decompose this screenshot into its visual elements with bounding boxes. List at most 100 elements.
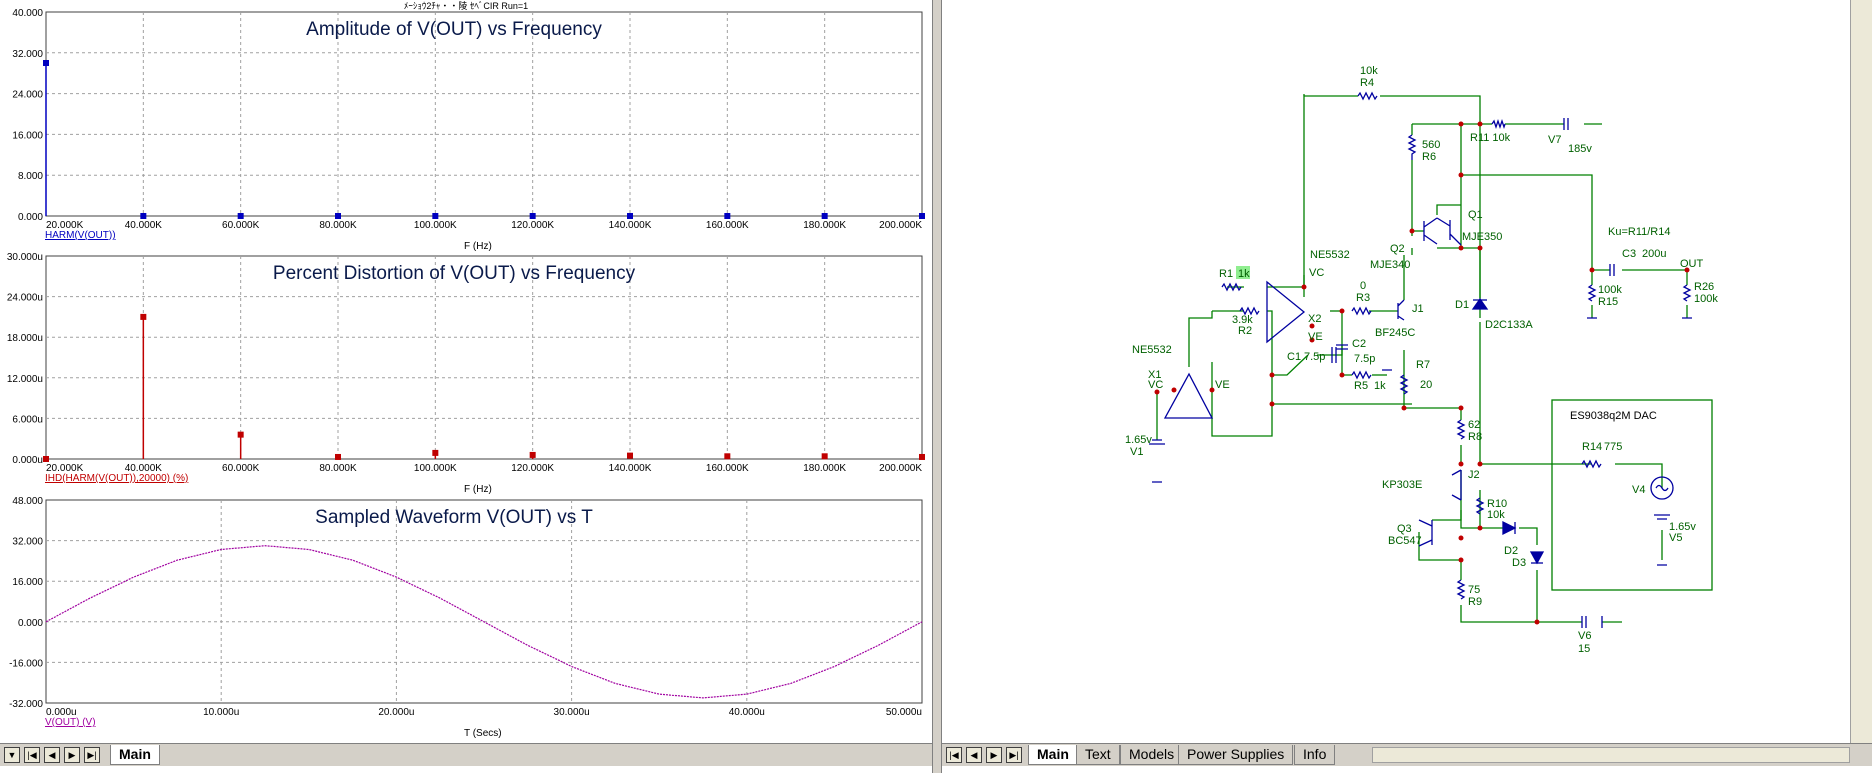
- x-tick-label: 180.000K: [803, 220, 846, 231]
- last-tab-button[interactable]: ▶|: [84, 747, 100, 763]
- x-tick-label: 140.000K: [609, 220, 652, 231]
- r2-value: 3.9k: [1232, 314, 1253, 326]
- distortion-plot[interactable]: 30.000u24.000u18.000u12.000u6.000u0.000u…: [7, 252, 925, 495]
- v1-value: 1.65v: [1125, 434, 1152, 446]
- r26-label: R26: [1694, 281, 1714, 293]
- resistor-r15: [1587, 284, 1597, 302]
- r14-value: 775: [1604, 441, 1622, 453]
- next-tab-button[interactable]: ▶: [64, 747, 80, 763]
- dropdown-button[interactable]: ▼: [4, 747, 20, 763]
- x-tick-label: 160.000K: [706, 220, 749, 231]
- tab-main[interactable]: Main: [110, 745, 160, 765]
- data-marker: [432, 449, 439, 456]
- r1-value: 1k: [1238, 268, 1250, 280]
- x1-ve: VE: [1215, 379, 1230, 391]
- schematic-last-tab-button[interactable]: ▶|: [1006, 747, 1022, 763]
- r5-label: R5: [1354, 380, 1368, 392]
- waveform-plot[interactable]: 48.00032.00016.0000.000-16.000-32.0000.0…: [9, 496, 923, 739]
- x2-ve: VE: [1308, 331, 1323, 343]
- jfet-j2: [1451, 469, 1462, 501]
- c3-label: C3: [1622, 248, 1636, 260]
- pane-splitter[interactable]: [932, 0, 942, 773]
- schematic-prev-tab-button[interactable]: ◀: [966, 747, 982, 763]
- vertical-scrollbar[interactable]: [1850, 0, 1872, 743]
- r1-value-highlight: [1236, 266, 1250, 279]
- y-tick-label: 16.000: [12, 577, 43, 588]
- x-tick-label: 30.000u: [554, 707, 590, 718]
- schematic-canvas[interactable]: 10k R4 R11 10k V7 185v 560 R6 Q1 MJE350 …: [942, 0, 1850, 743]
- plot-frame: [45, 499, 923, 704]
- x-tick-label: 60.000K: [222, 463, 260, 474]
- y-tick-label: 24.000: [12, 90, 43, 101]
- q3-label: Q3: [1397, 523, 1412, 535]
- diode-d3: [1529, 551, 1545, 565]
- tab-models[interactable]: Models: [1120, 745, 1184, 765]
- j2-part: KP303E: [1382, 479, 1422, 491]
- first-tab-button[interactable]: |◀: [24, 747, 40, 763]
- x2-label: X2: [1308, 313, 1321, 325]
- c1-value: 7.5p: [1304, 351, 1325, 363]
- data-marker: [237, 431, 244, 438]
- prev-tab-button[interactable]: ◀: [44, 747, 60, 763]
- r11-label: R11 10k: [1470, 132, 1511, 144]
- x-tick-label: 40.000u: [729, 707, 765, 718]
- y-tick-label: -32.000: [9, 699, 43, 710]
- schematic-window: 10k R4 R11 10k V7 185v 560 R6 Q1 MJE350 …: [942, 0, 1872, 773]
- jfet-j1: [1397, 299, 1405, 321]
- y-tick-label: 40.000: [12, 8, 43, 19]
- opamp-x2: [1266, 280, 1306, 344]
- x-axis-label: F (Hz): [464, 241, 492, 252]
- x-tick-label: 20.000K: [46, 220, 84, 231]
- trace-label: V(OUT) (V): [45, 717, 96, 728]
- schematic-next-tab-button[interactable]: ▶: [986, 747, 1002, 763]
- schematic-first-tab-button[interactable]: |◀: [946, 747, 962, 763]
- d3-label: D3: [1512, 557, 1526, 569]
- resistor-r4: [1357, 91, 1378, 101]
- tab-text[interactable]: Text: [1076, 745, 1120, 765]
- x-tick-label: 100.000K: [414, 220, 457, 231]
- schematic-symbols: [1149, 91, 1692, 628]
- right-tab-bar: |◀ ◀ ▶ ▶| Main Text Models Power Supplie…: [942, 743, 1872, 766]
- transistor-q3: [1418, 519, 1433, 547]
- x-tick-label: 140.000K: [609, 463, 652, 474]
- x-tick-label: 0.000u: [46, 707, 77, 718]
- plot-frame: [45, 255, 923, 460]
- d2-label: D2: [1504, 545, 1518, 557]
- r15-value: 100k: [1598, 284, 1622, 296]
- data-marker: [432, 213, 439, 219]
- x-axis-label: F (Hz): [464, 484, 492, 495]
- q1-label: Q1: [1468, 209, 1483, 221]
- data-marker: [529, 451, 536, 458]
- data-marker: [724, 213, 731, 219]
- data-marker: [724, 453, 731, 460]
- ku-formula: Ku=R11/R14: [1608, 226, 1670, 238]
- c3-value: 200u: [1642, 248, 1666, 260]
- data-marker: [821, 453, 828, 460]
- tab-power-supplies[interactable]: Power Supplies: [1178, 745, 1294, 765]
- data-marker: [335, 453, 341, 460]
- y-tick-label: 48.000: [12, 496, 43, 507]
- horizontal-scrollbar[interactable]: [1372, 747, 1850, 763]
- d1-part: D2C133A: [1485, 319, 1533, 331]
- data-marker: [237, 213, 244, 219]
- y-tick-label: 0.000: [18, 618, 43, 629]
- q3-part: BC547: [1388, 535, 1422, 547]
- r1-label: R1: [1219, 268, 1233, 280]
- dac-box: [1551, 399, 1713, 591]
- r7-value: 20: [1420, 379, 1432, 391]
- y-tick-label: 24.000u: [7, 293, 43, 304]
- r3-label: R3: [1356, 292, 1370, 304]
- tab-info[interactable]: Info: [1294, 745, 1336, 765]
- v7-value: 185v: [1568, 143, 1592, 155]
- source-v4: [1650, 476, 1674, 500]
- resistor-r14: [1581, 459, 1602, 469]
- amplitude-plot[interactable]: 40.00032.00024.00016.0008.0000.00020.000…: [12, 8, 925, 252]
- x-tick-label: 50.000u: [886, 707, 922, 718]
- capacitor-c3: [1609, 264, 1615, 276]
- x-tick-label: 20.000K: [46, 463, 84, 474]
- resistor-r26: [1682, 284, 1692, 302]
- y-tick-label: 8.000: [18, 171, 43, 182]
- x-axis-label: T (Secs): [464, 728, 502, 739]
- tab-schematic-main[interactable]: Main: [1028, 745, 1078, 765]
